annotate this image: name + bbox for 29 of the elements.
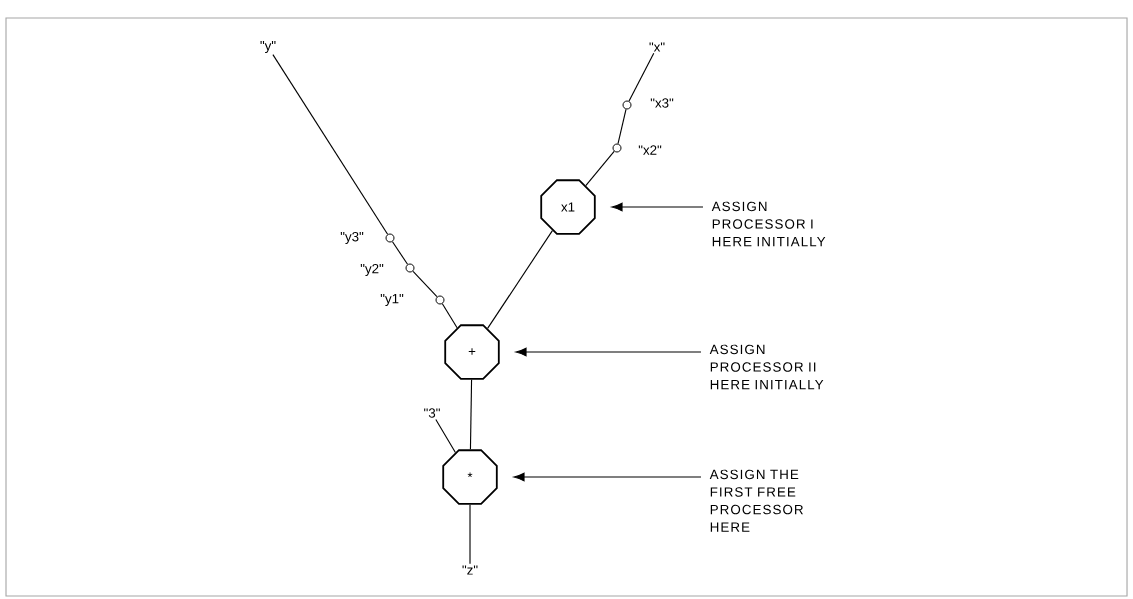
note-text: ASSIGN PROCESSOR II HERE INITIALLY <box>709 344 824 390</box>
token-label: "y1" <box>380 294 404 306</box>
arrow <box>611 202 704 212</box>
connector-line <box>617 108 627 145</box>
terminal-label: "z" <box>462 565 478 575</box>
arrow <box>515 347 702 357</box>
terminal-label: "3" <box>424 408 440 418</box>
note-text: ASSIGN PROCESSOR I HERE INITIALLY <box>711 201 826 247</box>
token-label: "y2" <box>360 263 384 277</box>
operator-octagon: x1 <box>540 179 596 235</box>
connector-line <box>469 504 471 565</box>
connector-line <box>391 241 409 265</box>
connector-line <box>272 54 389 235</box>
connector-line <box>441 303 458 329</box>
operator-octagon: + <box>444 324 500 380</box>
connector-line <box>435 418 456 453</box>
connector-line <box>412 270 438 298</box>
note-text: ASSIGN THE FIRST FREE PROCESSOR HERE <box>709 469 803 532</box>
connector-line <box>585 150 615 187</box>
connector-line <box>469 379 473 450</box>
arrow <box>513 472 702 482</box>
token-label: "x2" <box>638 145 662 155</box>
terminal-label: "x" <box>649 42 665 52</box>
token-label: "y3" <box>340 231 364 245</box>
connector-line <box>628 52 655 102</box>
terminal-label: "y" <box>260 41 276 53</box>
token-label: "x3" <box>650 98 674 108</box>
operator-octagon: * <box>442 449 498 505</box>
connector-line <box>487 230 553 329</box>
